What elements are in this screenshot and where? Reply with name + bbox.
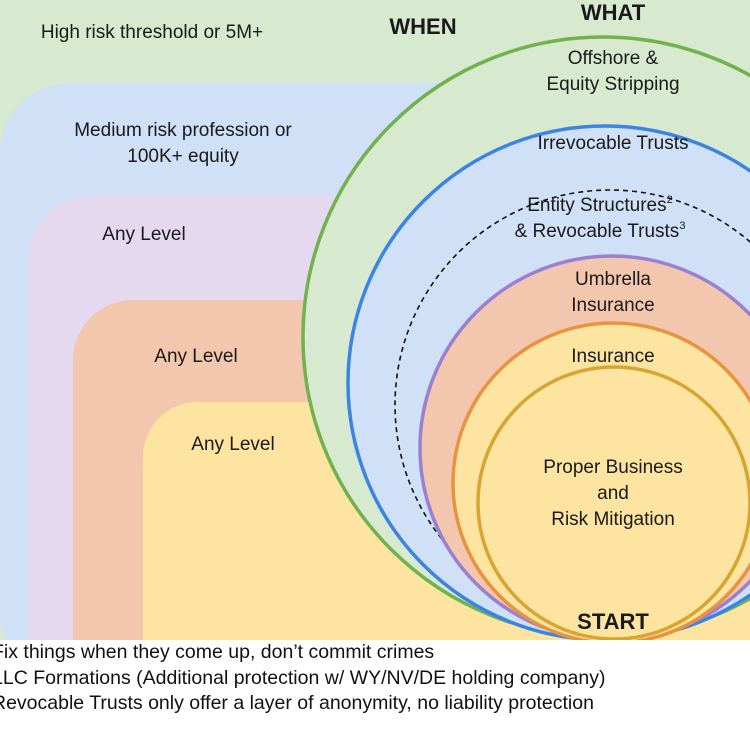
what-label-6-line-1: Proper Business bbox=[543, 457, 682, 478]
footnote-ref-2: 2 bbox=[667, 194, 673, 206]
footnote-ref-3: 3 bbox=[679, 220, 685, 232]
what-label-1-line-1: Offshore & bbox=[568, 48, 659, 69]
what-label-6-line-2: and bbox=[597, 483, 629, 504]
what-label-3-line-1: Entity Structures2 bbox=[527, 194, 673, 216]
when-header: WHEN bbox=[389, 14, 456, 39]
what-label-6-line-3: Risk Mitigation bbox=[551, 509, 675, 530]
what-label-1-line-2: Equity Stripping bbox=[546, 74, 679, 95]
risk-protection-diagram: WHEN WHAT High risk threshold or 5M+ Med… bbox=[0, 0, 750, 640]
footnote-3: Revocable Trusts only offer a layer of a… bbox=[0, 692, 594, 714]
what-header: WHAT bbox=[581, 0, 646, 25]
what-label-4-line-2: Insurance bbox=[571, 295, 654, 316]
what-label-2: Irrevocable Trusts bbox=[538, 133, 689, 154]
what-label-3-line-2-text: & Revocable Trusts bbox=[515, 221, 680, 242]
what-label-4-line-1: Umbrella bbox=[575, 269, 651, 290]
when-label-3: Any Level bbox=[102, 224, 185, 245]
when-label-2-line-1: Medium risk profession or bbox=[74, 120, 292, 141]
when-label-2-line-2: 100K+ equity bbox=[127, 146, 239, 167]
footnote-2: LLC Formations (Additional protection w/… bbox=[0, 666, 606, 689]
start-label: START bbox=[577, 609, 649, 634]
what-label-5: Insurance bbox=[571, 346, 654, 367]
footnote-1: Fix things when they come up, don’t comm… bbox=[0, 641, 435, 663]
when-label-5: Any Level bbox=[191, 434, 274, 455]
when-label-4: Any Level bbox=[154, 346, 237, 367]
footnotes: Fix things when they come up, don’t comm… bbox=[0, 640, 750, 717]
when-label-1: High risk threshold or 5M+ bbox=[41, 22, 263, 43]
what-label-3-line-1-text: Entity Structures bbox=[527, 195, 666, 216]
what-label-3-line-2: & Revocable Trusts3 bbox=[515, 220, 686, 242]
what-circle-6 bbox=[476, 365, 750, 640]
